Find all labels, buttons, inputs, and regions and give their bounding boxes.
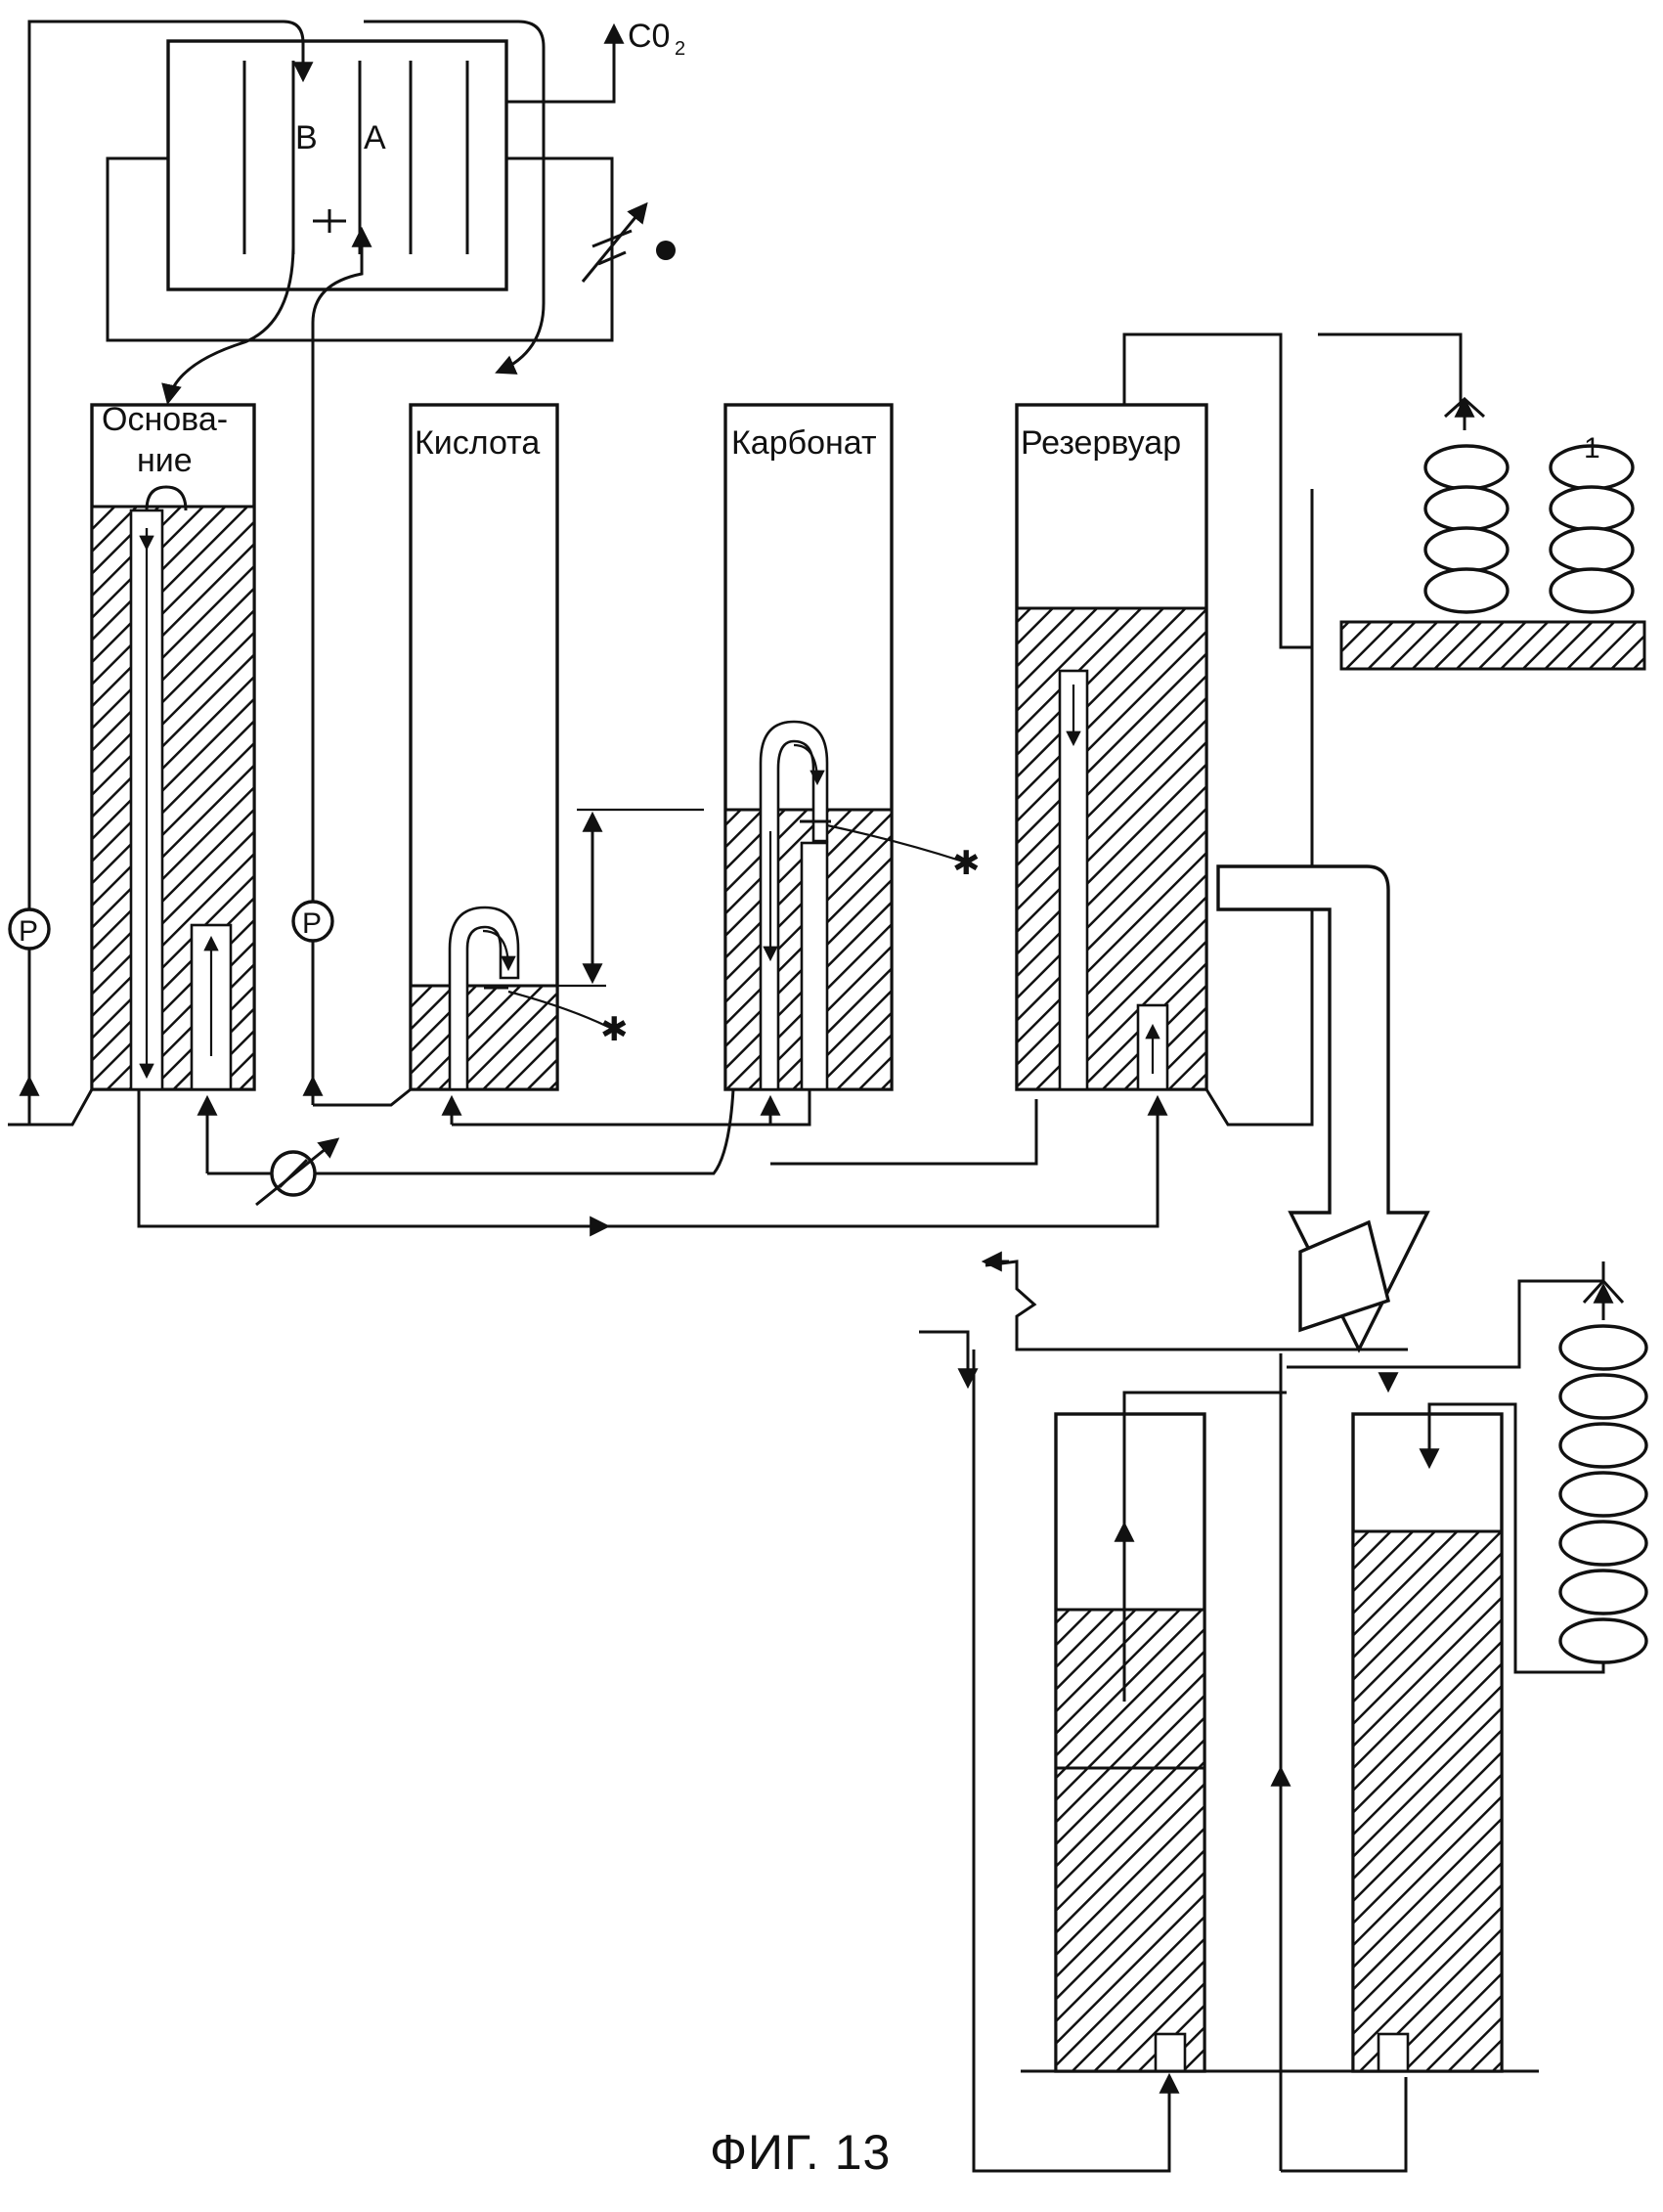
acid-float-marker: ✱ xyxy=(600,1011,629,1048)
coil-1-icon xyxy=(1423,444,1510,614)
pump-1-label: P xyxy=(19,915,38,948)
co2-output-label: C0 xyxy=(628,18,670,55)
acid-tank-label: Кислота xyxy=(415,424,540,462)
base-tank-label-1: Основа- xyxy=(102,401,228,438)
coil-2-icon xyxy=(1549,444,1635,614)
compartment-b-label: B xyxy=(295,119,318,156)
power-supply-icon xyxy=(581,201,676,283)
pump-2: P xyxy=(291,900,334,943)
valve-icon xyxy=(255,1137,340,1207)
coil-3-icon xyxy=(1558,1324,1648,1664)
carbonate-tank: Карбонат ✱ xyxy=(723,403,981,1091)
pump-1: P xyxy=(8,907,51,951)
acid-tank: Кислота ✱ xyxy=(409,403,629,1091)
reservoir-tank-label: Резервуар xyxy=(1021,424,1181,462)
compartment-a-label: A xyxy=(364,119,386,156)
base-tank: Основа- ние xyxy=(90,401,256,1091)
figure-caption: ФИГ. 13 xyxy=(710,2125,891,2180)
level-difference-dimension xyxy=(547,808,704,988)
electrolysis-cell: B A C0 2 xyxy=(27,18,685,1125)
coil-label: 1 xyxy=(1584,432,1600,465)
heat-exchanger-top: 1 xyxy=(1122,332,1646,671)
carbonate-tank-label: Карбонат xyxy=(731,424,877,462)
base-tank-label-2: ние xyxy=(137,442,193,479)
bottom-right-assembly xyxy=(919,1251,1648,2173)
pump-2-label: P xyxy=(302,907,322,940)
bottom-piping xyxy=(8,489,1314,1237)
reservoir-tank: Резервуар xyxy=(1015,403,1208,1091)
co2-subscript: 2 xyxy=(675,38,685,60)
carbonate-float-marker: ✱ xyxy=(952,845,981,882)
transfer-arrow-icon xyxy=(1216,864,1430,1353)
